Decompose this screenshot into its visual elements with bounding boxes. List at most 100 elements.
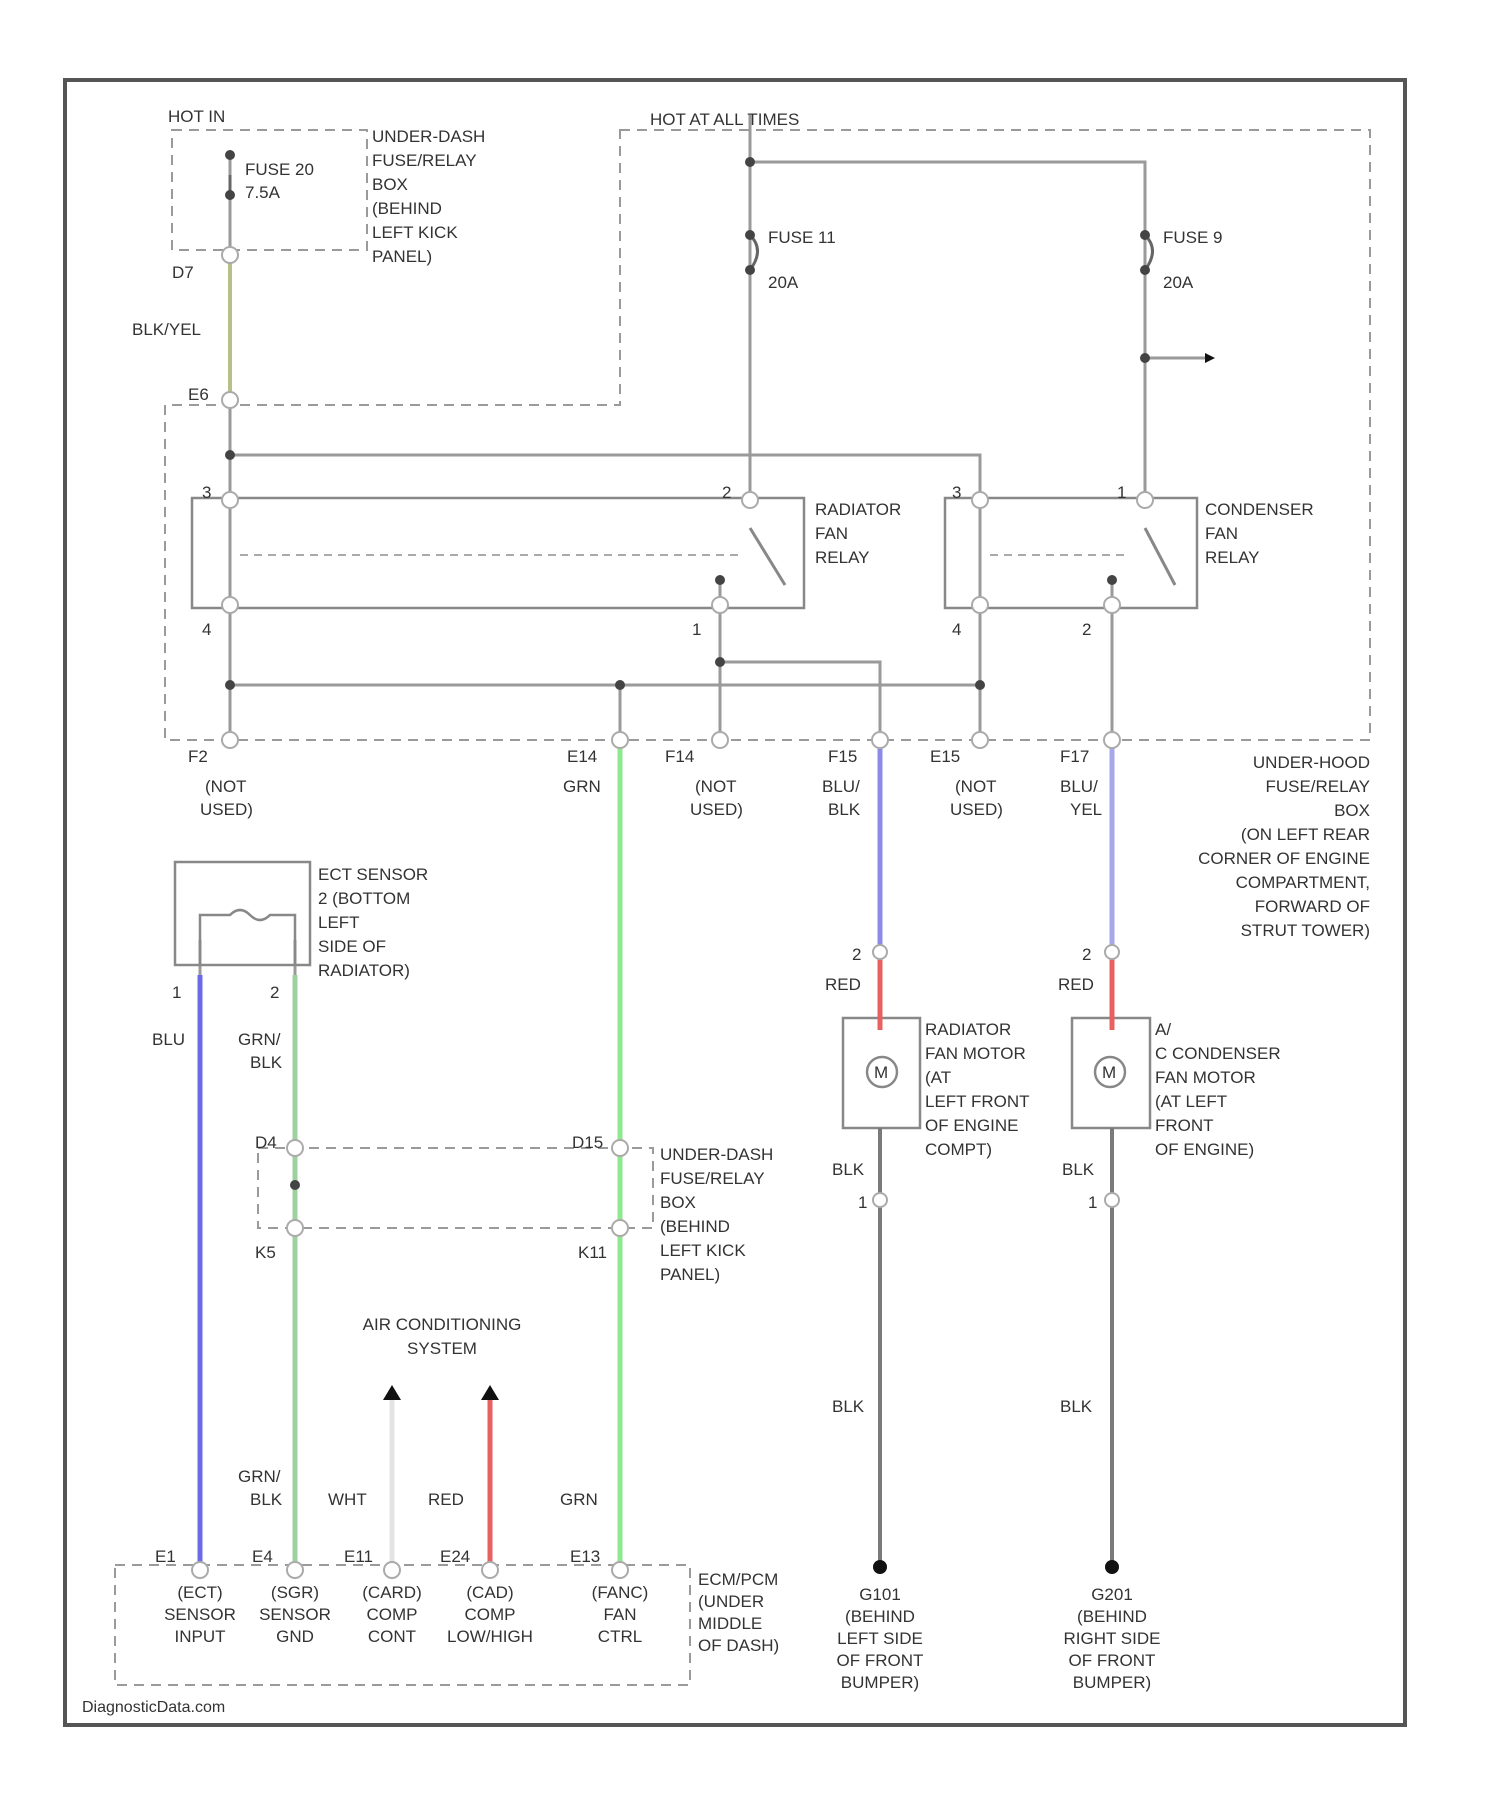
- fuse-11-rating: 20A: [768, 273, 799, 292]
- svg-text:MIDDLE: MIDDLE: [698, 1614, 762, 1633]
- ect-sensor-label: ECT SENSOR 2 (BOTTOM LEFT SIDE OF RADIAT…: [318, 865, 428, 980]
- svg-text:BOX: BOX: [1334, 801, 1370, 820]
- svg-text:(ECT): (ECT): [177, 1583, 222, 1602]
- pcm-pin-e13-label: (FANC) FAN CTRL: [592, 1583, 649, 1646]
- ect-pin-2: 2: [270, 983, 279, 1002]
- svg-text:LEFT KICK: LEFT KICK: [660, 1241, 746, 1260]
- svg-text:GRN/: GRN/: [238, 1030, 281, 1049]
- wire-label-blu-yel: BLU/ YEL: [1060, 777, 1102, 819]
- wire-label-red-ac: RED: [428, 1490, 464, 1509]
- pcm-pin-e1-label: (ECT) SENSOR INPUT: [164, 1583, 236, 1646]
- wire-label-blk-rad-bottom: BLK: [832, 1397, 865, 1416]
- svg-text:RADIATOR: RADIATOR: [815, 500, 901, 519]
- pcm-pin-e4-label: (SGR) SENSOR GND: [259, 1583, 331, 1646]
- svg-text:PANEL): PANEL): [660, 1265, 720, 1284]
- fuse-20-rating: 7.5A: [245, 183, 281, 202]
- svg-text:(FANC): (FANC): [592, 1583, 649, 1602]
- svg-text:FAN: FAN: [815, 524, 848, 543]
- connector-e4: E4: [252, 1547, 273, 1566]
- svg-text:(BEHIND: (BEHIND: [845, 1607, 915, 1626]
- wire-label-grn-e14: GRN: [563, 777, 601, 796]
- wire-label-wht: WHT: [328, 1490, 367, 1509]
- pin-1-rad: 1: [692, 620, 701, 639]
- svg-text:ECM/PCM: ECM/PCM: [698, 1570, 778, 1589]
- svg-text:(NOT: (NOT: [205, 777, 247, 796]
- connector-d7: D7: [172, 263, 194, 282]
- svg-text:2 (BOTTOM: 2 (BOTTOM: [318, 889, 410, 908]
- uhfb-box: [165, 130, 1370, 740]
- fuse-20-label: FUSE 20: [245, 160, 314, 179]
- motor-cond-pin-2: 2: [1082, 945, 1091, 964]
- svg-text:(SGR): (SGR): [271, 1583, 319, 1602]
- wire-label-blu: BLU: [152, 1030, 185, 1049]
- connector-e15: E15: [930, 747, 960, 766]
- svg-text:ECT SENSOR: ECT SENSOR: [318, 865, 428, 884]
- pin-4-rad: 4: [202, 620, 211, 639]
- svg-text:UNDER-DASH: UNDER-DASH: [372, 127, 485, 146]
- udb-mid-box: [258, 1148, 653, 1228]
- svg-text:LEFT SIDE: LEFT SIDE: [837, 1629, 923, 1648]
- wire-label-red-cond: RED: [1058, 975, 1094, 994]
- svg-text:FUSE/RELAY: FUSE/RELAY: [1265, 777, 1370, 796]
- svg-text:(UNDER: (UNDER: [698, 1592, 764, 1611]
- motor-cond-pin-1: 1: [1088, 1193, 1097, 1212]
- hot-all-times-label: HOT AT ALL TIMES: [650, 110, 799, 129]
- wire-label-blk-cond-top: BLK: [1062, 1160, 1095, 1179]
- motor-rad-m: M: [874, 1063, 888, 1082]
- svg-text:CTRL: CTRL: [598, 1627, 642, 1646]
- pin-4-cond: 4: [952, 620, 961, 639]
- svg-text:FAN: FAN: [1205, 524, 1238, 543]
- motor-cond-m: M: [1102, 1063, 1116, 1082]
- radiator-fan-motor-label: RADIATOR FAN MOTOR (AT LEFT FRONT OF ENG…: [925, 1020, 1030, 1159]
- svg-text:CONDENSER: CONDENSER: [1205, 500, 1314, 519]
- svg-text:INPUT: INPUT: [175, 1627, 226, 1646]
- ac-arrow-wht: [383, 1385, 401, 1400]
- dashed-boxes: [115, 130, 1370, 1685]
- fuse-9-label: FUSE 9: [1163, 228, 1223, 247]
- svg-text:A/: A/: [1155, 1020, 1171, 1039]
- hot-in-label: HOT IN: [168, 107, 225, 126]
- connector-e24: E24: [440, 1547, 470, 1566]
- connector-k11: K11: [578, 1243, 607, 1262]
- ect-sensor-element: [200, 910, 295, 965]
- motor-rad-pin-2: 2: [852, 945, 861, 964]
- svg-text:(AT: (AT: [925, 1068, 951, 1087]
- svg-text:(AT LEFT: (AT LEFT: [1155, 1092, 1227, 1111]
- svg-text:(BEHIND: (BEHIND: [660, 1217, 730, 1236]
- g101-label: G101 (BEHIND LEFT SIDE OF FRONT BUMPER): [837, 1585, 924, 1692]
- wire-label-blk-yel: BLK/YEL: [132, 320, 201, 339]
- pin-3-rad: 3: [202, 483, 211, 502]
- grey-wires: [200, 115, 1210, 1228]
- wire-label-red-rad: RED: [825, 975, 861, 994]
- svg-text:SENSOR: SENSOR: [259, 1605, 331, 1624]
- svg-text:FAN MOTOR: FAN MOTOR: [925, 1044, 1026, 1063]
- svg-text:RIGHT SIDE: RIGHT SIDE: [1064, 1629, 1161, 1648]
- radiator-fan-relay-box: [192, 498, 804, 608]
- svg-text:LEFT FRONT: LEFT FRONT: [925, 1092, 1030, 1111]
- wire-label-grn-blk-top: GRN/ BLK: [238, 1030, 283, 1072]
- connector-e6: E6: [188, 385, 209, 404]
- svg-text:COMP: COMP: [465, 1605, 516, 1624]
- connector-f14: F14: [665, 747, 694, 766]
- svg-text:USED): USED): [950, 800, 1003, 819]
- svg-text:RADIATOR: RADIATOR: [925, 1020, 1011, 1039]
- connector-e1: E1: [155, 1547, 176, 1566]
- svg-text:CORNER OF ENGINE: CORNER OF ENGINE: [1198, 849, 1370, 868]
- svg-text:LEFT KICK: LEFT KICK: [372, 223, 458, 242]
- wire-label-blu-blk: BLU/ BLK: [822, 777, 861, 819]
- svg-text:C CONDENSER: C CONDENSER: [1155, 1044, 1281, 1063]
- svg-text:SENSOR: SENSOR: [164, 1605, 236, 1624]
- wire-label-grn-bottom: GRN: [560, 1490, 598, 1509]
- svg-text:(BEHIND: (BEHIND: [372, 199, 442, 218]
- pin-2-rad: 2: [722, 483, 731, 502]
- svg-text:GRN/: GRN/: [238, 1467, 281, 1486]
- svg-text:FUSE/RELAY: FUSE/RELAY: [660, 1169, 765, 1188]
- connector-f15: F15: [828, 747, 857, 766]
- svg-text:PANEL): PANEL): [372, 247, 432, 266]
- fuse-9-branch-arrow: [1205, 353, 1215, 363]
- condenser-fan-motor-label: A/ C CONDENSER FAN MOTOR (AT LEFT FRONT …: [1155, 1020, 1281, 1159]
- wire-label-blk-cond-bottom: BLK: [1060, 1397, 1093, 1416]
- svg-text:COMPT): COMPT): [925, 1140, 992, 1159]
- svg-text:BLK: BLK: [828, 800, 861, 819]
